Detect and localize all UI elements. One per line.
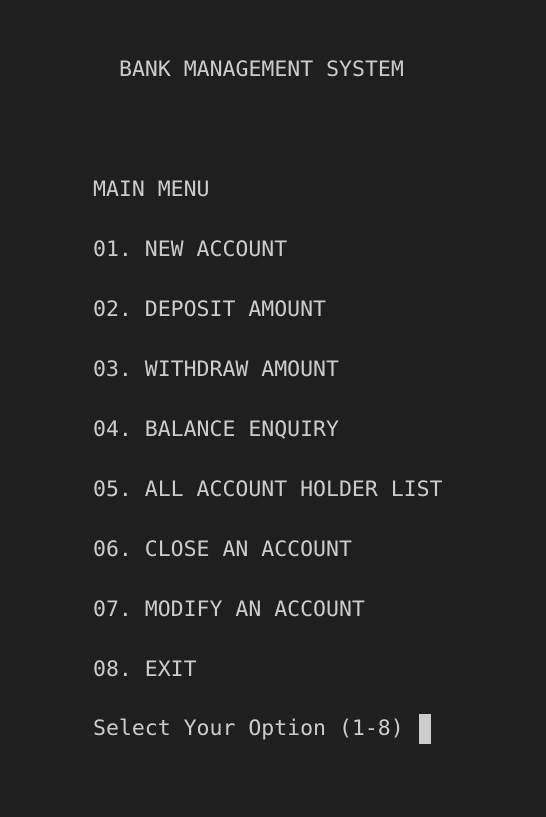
menu-option-exit: 08. EXIT — [93, 657, 197, 682]
menu-option-close-account: 06. CLOSE AN ACCOUNT — [93, 537, 352, 562]
menu-heading: MAIN MENU — [93, 177, 210, 202]
text-cursor[interactable] — [418, 714, 431, 744]
menu-option-deposit-amount: 02. DEPOSIT AMOUNT — [93, 297, 326, 322]
menu-option-modify-account: 07. MODIFY AN ACCOUNT — [93, 597, 365, 622]
menu-option-all-account-holder-list: 05. ALL ACCOUNT HOLDER LIST — [93, 477, 443, 502]
input-prompt: Select Your Option (1-8) — [93, 716, 417, 741]
menu-option-withdraw-amount: 03. WITHDRAW AMOUNT — [93, 357, 339, 382]
system-title: BANK MANAGEMENT SYSTEM — [119, 57, 404, 82]
menu-option-new-account: 01. NEW ACCOUNT — [93, 237, 288, 262]
menu-option-balance-enquiry: 04. BALANCE ENQUIRY — [93, 417, 339, 442]
input-prompt-row[interactable]: Select Your Option (1-8) — [93, 714, 431, 744]
